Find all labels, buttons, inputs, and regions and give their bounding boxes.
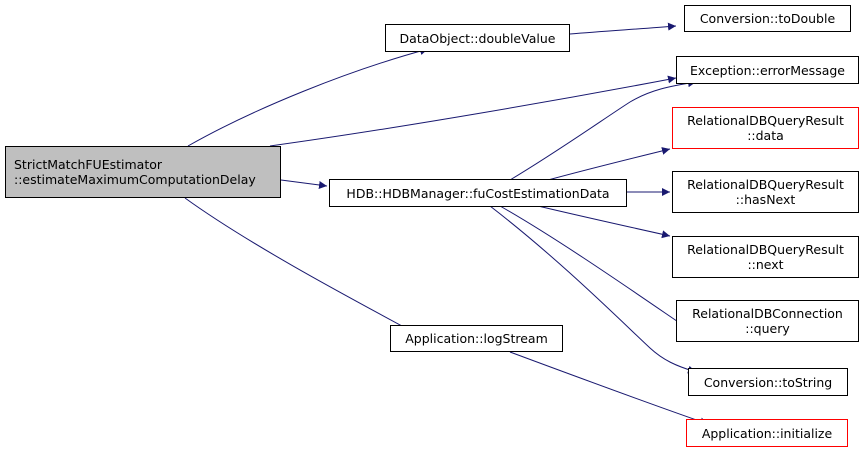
node-rdbqr-next-line2: ::next <box>747 257 784 272</box>
node-application-logstream-label: Application::logStream <box>405 331 548 346</box>
node-rdbconnection-query-line1: RelationalDBConnection <box>692 306 843 321</box>
node-application-initialize[interactable]: Application::initialize <box>686 419 848 447</box>
edge-hdb-to-conversion-tostring <box>489 205 697 374</box>
node-application-initialize-label: Application::initialize <box>701 425 833 441</box>
node-rdbconnection-query[interactable]: RelationalDBConnection ::query <box>676 300 859 342</box>
edge-application-logstream-to-application-initialize <box>509 351 709 426</box>
edge-hdb-to-rdbqr-data <box>547 147 671 181</box>
node-rdbconnection-query-line2: ::query <box>745 321 790 336</box>
node-root-line1: StrictMatchFUEstimator <box>14 157 163 172</box>
node-rdbqr-next[interactable]: RelationalDBQueryResult ::next <box>672 236 859 278</box>
node-application-logstream[interactable]: Application::logStream <box>390 325 563 352</box>
edge-dataobject-doublevalue-to-conversion-todouble <box>569 22 677 35</box>
node-dataobject-doublevalue[interactable]: DataObject::doubleValue <box>385 24 570 52</box>
edge-root-to-application-logstream <box>184 197 429 341</box>
node-rdbqr-data-line1: RelationalDBQueryResult <box>687 113 844 128</box>
node-conversion-todouble[interactable]: Conversion::toDouble <box>684 5 851 32</box>
node-conversion-todouble-label: Conversion::toDouble <box>699 11 836 26</box>
node-rdbqr-hasnext[interactable]: RelationalDBQueryResult ::hasNext <box>672 171 859 213</box>
node-hdb-fucostestimationdata-label: HDB::HDBManager::fuCostEstimationData <box>346 185 610 201</box>
node-conversion-tostring-label: Conversion::toString <box>703 374 833 390</box>
node-root-strictmatchfuestimator[interactable]: StrictMatchFUEstimator ::estimateMaximum… <box>5 146 281 198</box>
node-rdbqr-data-line2: ::data <box>747 128 784 143</box>
node-rdbqr-next-line1: RelationalDBQueryResult <box>687 242 844 257</box>
node-conversion-tostring[interactable]: Conversion::toString <box>688 368 848 396</box>
node-dataobject-doublevalue-label: DataObject::doubleValue <box>399 30 556 46</box>
node-rdbqr-hasnext-line2: ::hasNext <box>735 192 796 207</box>
edge-hdb-to-rdbqr-next <box>537 205 671 239</box>
edge-root-to-hdb-fucostestimationdata <box>280 179 328 189</box>
node-exception-errormessage[interactable]: Exception::errorMessage <box>676 56 859 84</box>
node-exception-errormessage-label: Exception::errorMessage <box>690 62 845 78</box>
node-rdbqr-data[interactable]: RelationalDBQueryResult ::data <box>672 107 859 149</box>
edge-root-to-dataobject-doublevalue <box>187 47 429 147</box>
edge-hdb-to-rdbconnection-query <box>499 205 691 331</box>
edge-root-to-exception-errormessage <box>269 75 677 147</box>
node-root-line2: ::estimateMaximumComputationDelay <box>14 172 256 187</box>
edge-hdb-to-exception-errormessage <box>509 79 697 181</box>
node-hdb-fucostestimationdata[interactable]: HDB::HDBManager::fuCostEstimationData <box>329 179 627 207</box>
node-rdbqr-hasnext-line1: RelationalDBQueryResult <box>687 177 844 192</box>
